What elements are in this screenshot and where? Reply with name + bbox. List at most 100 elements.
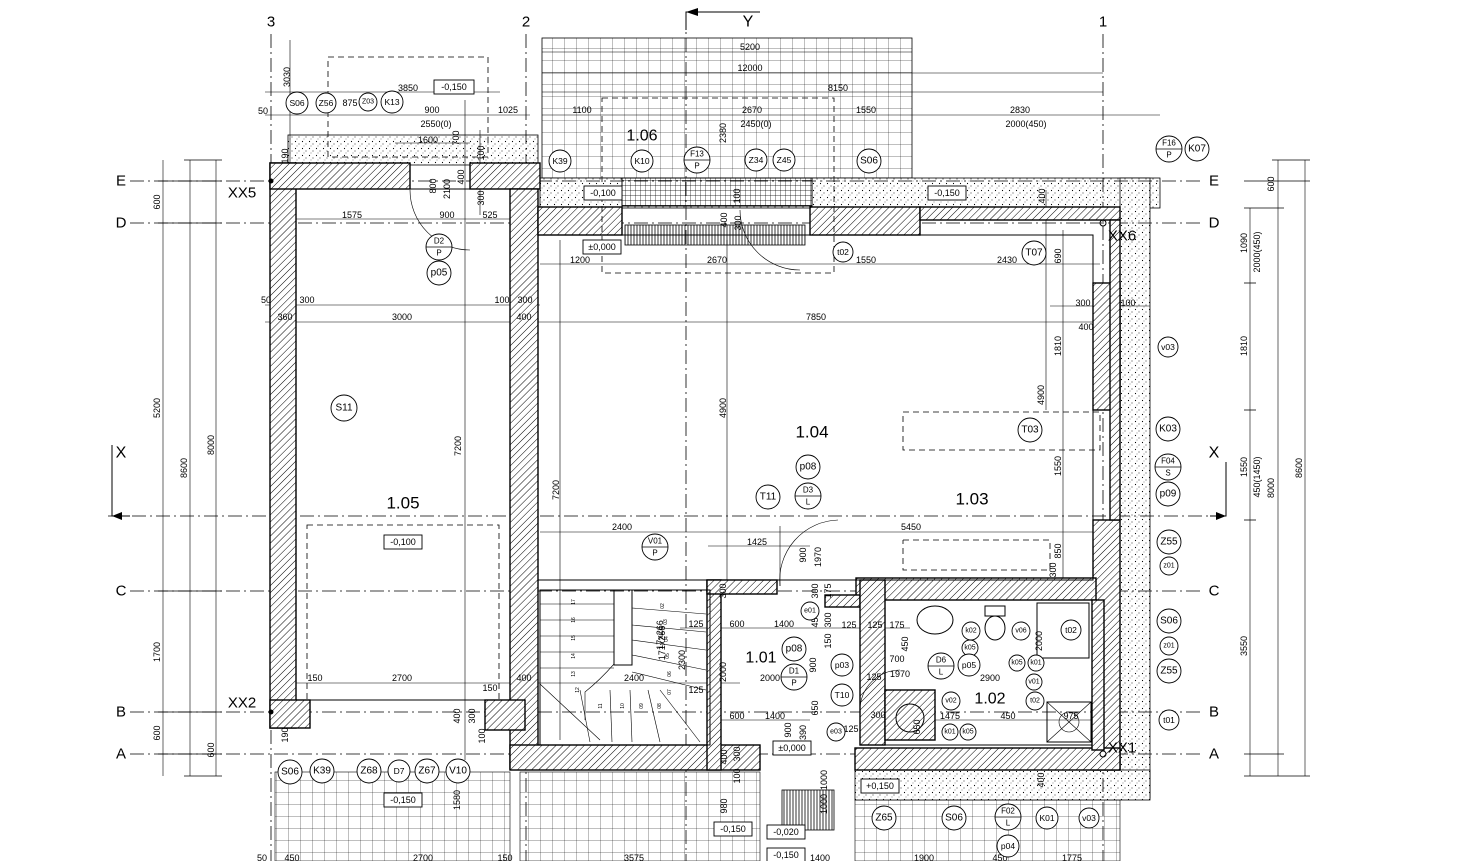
dimension-text: 17x266	[655, 620, 665, 650]
tag-subcode: L	[939, 668, 944, 677]
element-tag: K07	[1184, 136, 1210, 162]
dimension-text: 125	[688, 685, 703, 695]
dimension-text: 2390	[798, 725, 808, 745]
tag-code: p05	[431, 268, 448, 279]
dimension-text: 1000	[819, 770, 829, 790]
dimension-text: 690	[1053, 248, 1063, 263]
tag-code: K13	[384, 97, 399, 107]
tag-circle	[1157, 336, 1179, 358]
dimension-text: 1700	[152, 642, 162, 662]
element-tag: K01	[1035, 806, 1059, 830]
tag-code: k01	[1030, 660, 1041, 667]
tag-circle	[781, 636, 807, 662]
dimension-text: 300	[1048, 562, 1058, 577]
tag-circle	[1078, 807, 1100, 829]
element-tag: T11	[755, 484, 781, 510]
element-tag: z01	[1159, 636, 1179, 656]
tag-subcode: P	[1166, 151, 1171, 160]
tag-code: F02	[1001, 807, 1015, 816]
dimension-text: 150	[482, 683, 497, 693]
element-tag: S06	[941, 805, 967, 831]
level-value: -0,150	[441, 82, 467, 92]
dimension-text: 190	[280, 148, 290, 163]
element-tag: k01	[941, 723, 959, 741]
tag-code: Z03	[362, 99, 374, 106]
dimension-text: 850	[1053, 543, 1063, 558]
room-numbers: 1.061.051.041.031.011.02	[386, 128, 1005, 708]
level-box	[383, 534, 423, 550]
dimension-text: 50	[257, 853, 267, 861]
tag-code: K01	[1039, 813, 1054, 823]
level-box	[766, 824, 806, 840]
stair-step-number: 07	[667, 689, 673, 695]
tag-code: k05	[964, 645, 975, 652]
level-value: +0,150	[866, 781, 894, 791]
dimension-text: 900	[783, 722, 793, 737]
tag-circle	[414, 758, 440, 784]
stair-step-number: 02	[660, 603, 666, 609]
corner-mark-xx6: XX6	[1108, 228, 1136, 245]
stair-step-number: 04	[664, 636, 670, 642]
dimension-text: 700	[889, 654, 904, 664]
dimension-text: 800	[428, 178, 438, 193]
dimension-text: 1810	[1053, 336, 1063, 356]
level-value: -0,100	[390, 537, 416, 547]
tag-circle	[1184, 136, 1210, 162]
dimension-text: 175	[889, 620, 904, 630]
element-tag: Z55	[1156, 658, 1182, 684]
dimension-text: 525	[482, 210, 497, 220]
tag-circle	[387, 759, 411, 783]
element-tag: v03	[1157, 336, 1179, 358]
element-tag: p08	[795, 454, 821, 480]
dimension-text: 2400	[612, 522, 632, 532]
dimension-text: 1970	[813, 547, 823, 567]
tag-code: k05	[962, 729, 973, 736]
element-tag: e01	[800, 601, 820, 621]
dimension-text: 12000	[737, 63, 762, 73]
dimension-text: 125	[843, 724, 858, 734]
dimension-text: 100	[477, 728, 487, 743]
dimension-text: 600	[1266, 176, 1276, 191]
dimension-text: 150	[823, 633, 833, 648]
tag-circle	[358, 92, 378, 112]
element-tag: K03	[1155, 416, 1181, 442]
tag-circle	[1008, 654, 1026, 672]
tag-circle	[1155, 481, 1181, 507]
tag-circle	[1025, 673, 1043, 691]
dimension-text: 400	[719, 212, 729, 227]
dimension-text: 2000	[1034, 631, 1044, 651]
dimension-text: 1550	[1239, 457, 1249, 477]
dimension-text: 150	[307, 673, 322, 683]
tag-circle	[548, 149, 572, 173]
tag-circle	[1156, 608, 1182, 634]
tag-code: t01	[1163, 715, 1175, 725]
tag-code: Z68	[360, 766, 378, 777]
dimension-text: 875	[342, 98, 357, 108]
dimension-text: 400	[1036, 772, 1046, 787]
tag-circle	[1159, 636, 1179, 656]
tag-code: S06	[289, 98, 304, 108]
dimension-text: 125	[841, 620, 856, 630]
dimension-text: 2000(450)	[1005, 119, 1046, 129]
tag-circle	[1155, 416, 1181, 442]
dimension-text: 8600	[1294, 458, 1304, 478]
dimension-text: 2900	[980, 673, 1000, 683]
dimension-text: 8150	[828, 83, 848, 93]
tag-code: K07	[1188, 144, 1206, 155]
dimension-text: 980	[719, 798, 729, 813]
dimension-text: 600	[152, 194, 162, 209]
dimension-text: 300	[733, 215, 743, 230]
level-marker: -0,100	[583, 185, 623, 201]
tag-circle	[744, 148, 768, 172]
corner-markers	[268, 178, 1107, 758]
tag-subcode: L	[1006, 819, 1011, 828]
element-tag: z01	[1159, 556, 1179, 576]
tag-circle	[830, 653, 854, 677]
tag-code: F04	[1161, 457, 1175, 466]
dimension-text: 1550	[1053, 456, 1063, 476]
level-value: -0,150	[720, 824, 746, 834]
level-box	[772, 740, 812, 756]
tag-code: S06	[1160, 616, 1178, 627]
tag-code: t02	[1065, 625, 1077, 635]
